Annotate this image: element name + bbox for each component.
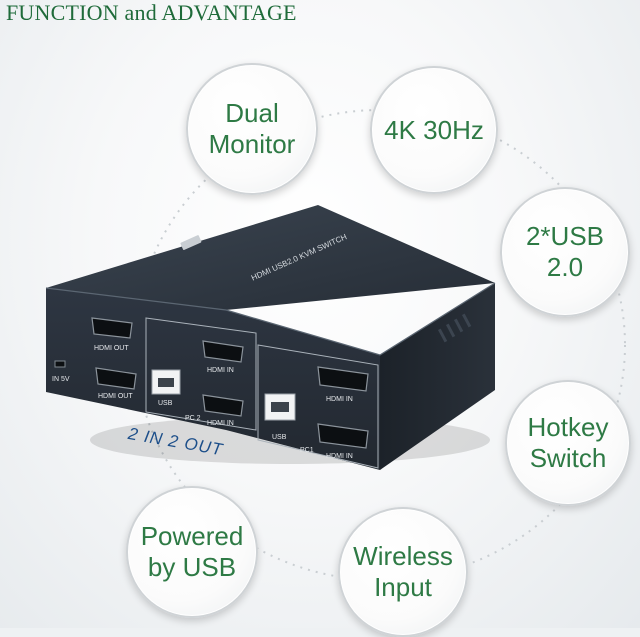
hdmi-out-label-2: HDMI OUT — [98, 393, 133, 400]
feature-dual-monitor: Dual Monitor — [186, 63, 318, 195]
pc1-label: PC1 — [300, 447, 314, 454]
pc2-group-box — [145, 317, 257, 431]
side-vents — [437, 313, 472, 343]
pc1-usb-label: USB — [272, 434, 287, 441]
pc1-hdmi-in-label-top: HDMI IN — [326, 396, 353, 403]
pc2-label: PC 2 — [185, 415, 201, 422]
feature-usb: 2*USB 2.0 — [500, 187, 630, 317]
pc2-hdmi-in-label-bottom: HDMI IN — [207, 420, 234, 427]
pc1-hdmi-in-label-bottom: HDMI IN — [326, 453, 353, 460]
feature-wireless-line2: Input — [374, 572, 432, 602]
pc1-hdmi-in-port-bottom — [317, 423, 369, 449]
feature-dual-monitor-line2: Monitor — [208, 129, 296, 159]
feature-powered-by-usb: Powered by USB — [126, 486, 258, 618]
device-top-face — [46, 205, 495, 310]
power-port — [54, 360, 66, 368]
feature-wireless-input: Wireless Input — [338, 507, 468, 637]
feature-powered-line1: Powered — [140, 521, 244, 551]
pc2-usb-port-inner — [158, 378, 174, 387]
pc1-group-box — [257, 344, 379, 469]
feature-hotkey-line1: Hotkey — [527, 412, 609, 442]
feature-dual-monitor-line1: Dual — [225, 98, 279, 128]
hdmi-out-label-1: HDMI OUT — [94, 345, 129, 352]
feature-4k-30hz-label: 4K 30Hz — [384, 114, 484, 145]
feature-usb-line1: 2*USB — [525, 221, 605, 251]
page-title: FUNCTION and ADVANTAGE — [6, 0, 297, 25]
device-edge — [45, 282, 496, 356]
feature-usb-line2: 2.0 — [546, 252, 584, 282]
pc2-hdmi-in-port-bottom — [202, 394, 244, 417]
power-in-label: IN 5V — [52, 376, 70, 383]
hdmi-out-port-1 — [91, 317, 133, 339]
pc2-hdmi-in-label-top: HDMI IN — [207, 367, 234, 374]
device-top-badge — [180, 235, 202, 250]
pc2-hdmi-in-port-top — [202, 340, 244, 363]
feature-powered-line2: by USB — [147, 552, 237, 582]
feature-hotkey-switch: Hotkey Switch — [505, 380, 631, 506]
pc2-usb-label: USB — [158, 400, 173, 407]
pc1-usb-port-inner — [271, 402, 289, 412]
hdmi-out-port-2 — [95, 367, 137, 390]
feature-hotkey-line2: Switch — [529, 443, 607, 473]
pc1-hdmi-in-port-top — [317, 366, 369, 392]
feature-wireless-line1: Wireless — [353, 541, 453, 571]
device-side-face — [380, 283, 495, 470]
feature-4k-30hz: 4K 30Hz — [370, 66, 498, 194]
